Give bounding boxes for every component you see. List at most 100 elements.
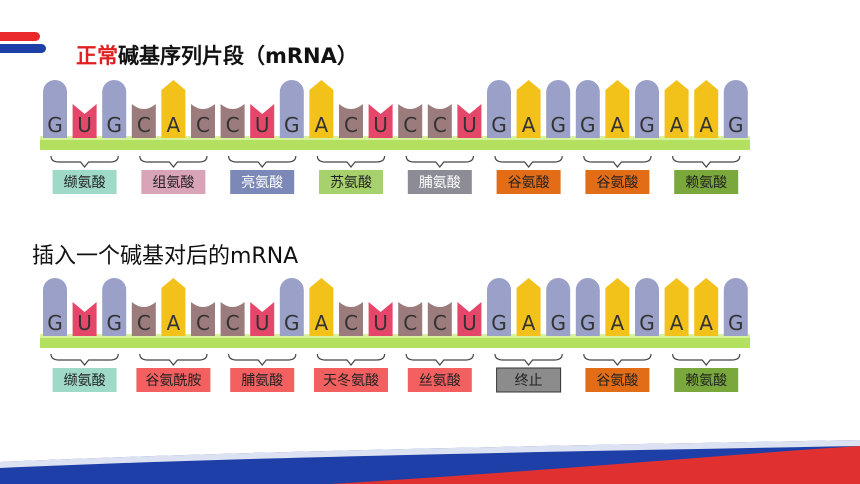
bottom-wave-red — [330, 446, 860, 484]
bottom-base-11-shape — [368, 302, 393, 336]
top-base-6-shape — [220, 104, 245, 138]
top-base-12-letter: C — [403, 113, 417, 137]
top-base-2-shape — [102, 80, 127, 138]
bottom-base-17-shape — [546, 278, 571, 336]
top-base-8-letter: G — [284, 113, 300, 137]
top-base-14-letter: U — [462, 113, 477, 137]
top-codon-6-brace — [583, 155, 652, 168]
top-base-17-shape — [546, 80, 571, 138]
corner-decoration — [0, 32, 50, 60]
bottom-base-20-letter: G — [639, 311, 655, 335]
top-base-13-letter: C — [433, 113, 447, 137]
top-base-9-letter: A — [315, 113, 329, 137]
bottom-codon-3-box — [314, 368, 388, 392]
top-base-23-letter: G — [728, 113, 744, 137]
top-codon-2-label: 亮氨酸 — [241, 174, 283, 191]
top-base-8-shape — [279, 80, 304, 138]
bottom-base-8-letter: G — [284, 311, 300, 335]
top-base-9-shape — [309, 80, 334, 138]
top-base-18-letter: G — [580, 113, 596, 137]
bottom-base-16-shape — [516, 278, 541, 336]
top-codon-5-label: 谷氨酸 — [508, 175, 550, 191]
bottom-codon-7-label: 赖氨酸 — [685, 373, 727, 389]
bottom-base-23-letter: G — [728, 311, 744, 335]
bottom-base-1-letter: U — [77, 311, 92, 335]
top-base-20-shape — [635, 80, 659, 138]
bottom-codon-0-brace — [50, 353, 119, 366]
top-base-11-shape — [368, 104, 393, 138]
bottom-codon-6-brace — [583, 353, 652, 366]
bottom-base-6-letter: C — [226, 311, 240, 335]
top-base-16-letter: A — [522, 113, 536, 137]
top-base-22-shape — [694, 80, 719, 138]
top-codon-5-box — [496, 170, 561, 194]
bottom-codon-1-brace — [139, 353, 208, 366]
bottom-base-19-shape — [605, 278, 630, 336]
title-highlight: 正常 — [76, 44, 118, 68]
bottom-base-0-letter: G — [47, 311, 63, 335]
bottom-base-21-letter: A — [670, 311, 684, 335]
top-base-5-shape — [191, 104, 215, 138]
bottom-codon-6-label: 谷氨酸 — [596, 373, 638, 389]
bottom-codon-1-box — [136, 368, 211, 392]
bottom-base-20-shape — [635, 278, 659, 336]
bottom-base-13-letter: C — [433, 311, 447, 335]
top-base-0-shape — [43, 80, 67, 138]
top-codon-4-brace — [405, 155, 474, 168]
top-base-12-shape — [398, 104, 423, 138]
top-base-14-shape — [457, 104, 482, 138]
bottom-base-0-shape — [43, 278, 67, 336]
bottom-base-22-shape — [694, 278, 719, 336]
bottom-base-2-letter: G — [106, 311, 122, 335]
bottom-codon-5-box — [496, 367, 562, 393]
top-codon-0-label: 缬氨酸 — [64, 175, 106, 191]
top-base-11-letter: U — [373, 113, 388, 137]
top-codon-0-brace — [50, 155, 119, 168]
bottom-base-9-letter: A — [315, 311, 329, 335]
bottom-base-1-shape — [72, 302, 97, 336]
bottom-base-5-shape — [191, 302, 215, 336]
bottom-base-14-shape — [457, 302, 482, 336]
top-codon-6-box — [585, 170, 650, 194]
bottom-base-16-letter: A — [522, 311, 536, 335]
bottom-backbone-highlight — [40, 334, 750, 338]
bottom-base-14-letter: U — [462, 311, 477, 335]
top-base-4-shape — [161, 80, 186, 138]
top-base-7-shape — [250, 104, 275, 138]
top-base-6-letter: C — [226, 113, 240, 137]
bottom-codon-2-brace — [228, 353, 297, 366]
bottom-base-21-shape — [664, 278, 689, 336]
bottom-codon-0-box — [52, 368, 117, 392]
bottom-base-4-shape — [161, 278, 186, 336]
bottom-base-17-letter: G — [550, 311, 566, 335]
bottom-base-15-shape — [487, 278, 511, 336]
top-codon-3-label: 苏氨酸 — [330, 175, 372, 191]
top-codon-7-box — [674, 170, 739, 194]
bottom-base-2-shape — [102, 278, 127, 336]
bottom-base-8-shape — [279, 278, 304, 336]
bottom-base-10-shape — [339, 302, 363, 336]
bottom-codon-5-label: 终止 — [515, 373, 543, 389]
bottom-codon-6-box — [585, 368, 650, 392]
top-codon-1-box — [141, 170, 206, 194]
top-base-20-letter: G — [639, 113, 655, 137]
bottom-codon-7-brace — [672, 353, 741, 366]
bottom-base-6-shape — [220, 302, 245, 336]
bottom-base-11-letter: U — [373, 311, 388, 335]
top-base-2-letter: G — [106, 113, 122, 137]
top-base-19-letter: A — [611, 113, 625, 137]
section-title: 插入一个碱基对后的mRNA — [32, 244, 299, 269]
bottom-codon-0-label: 缬氨酸 — [64, 373, 106, 389]
bottom-codon-1-label: 谷氨酰胺 — [145, 373, 201, 389]
bottom-base-5-letter: C — [196, 311, 210, 335]
bottom-codon-3-label: 天冬氨酸 — [323, 373, 379, 389]
top-codon-7-brace — [672, 155, 741, 168]
bottom-base-4-letter: A — [167, 311, 181, 335]
top-base-16-shape — [516, 80, 541, 138]
top-codon-2-brace — [228, 155, 297, 168]
bottom-codon-4-box — [407, 368, 472, 392]
bottom-codon-5-brace — [494, 353, 563, 366]
top-codon-3-box — [319, 170, 383, 194]
top-base-1-letter: U — [77, 113, 92, 137]
top-codon-1-label: 组氨酸 — [152, 175, 194, 191]
